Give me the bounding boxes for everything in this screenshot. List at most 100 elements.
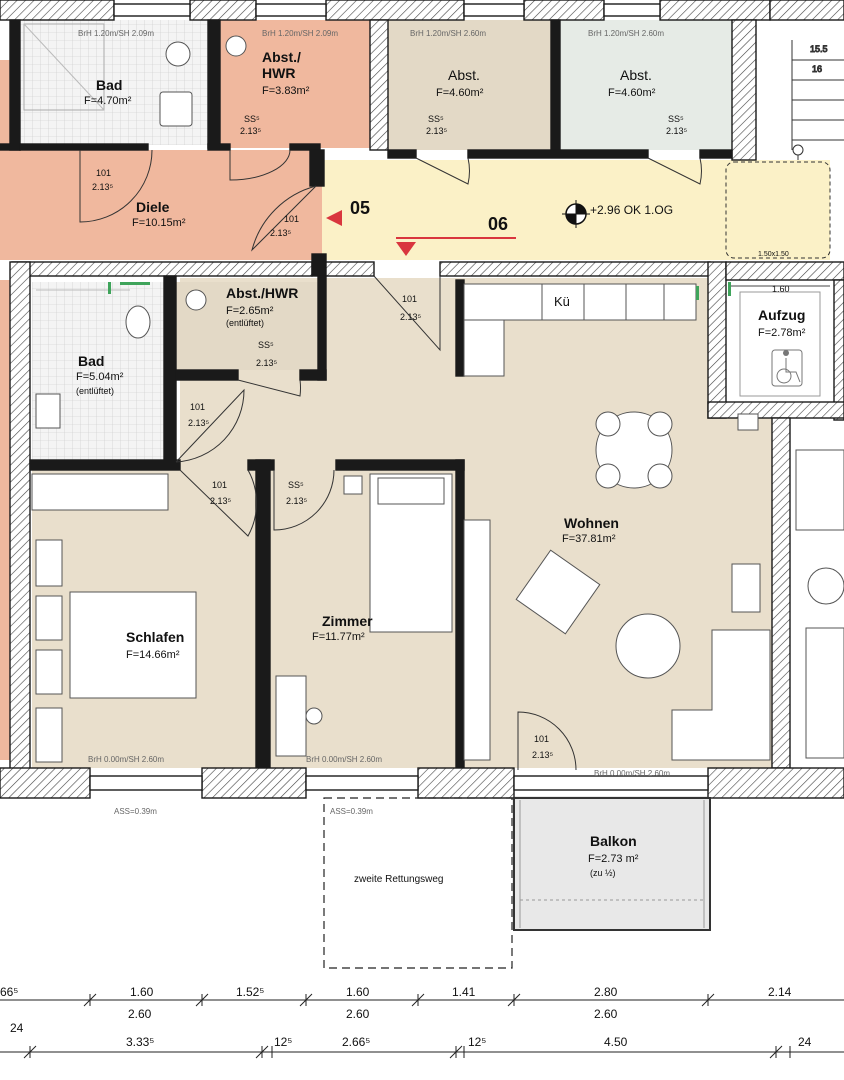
dim-row1-1: 1.60 [130, 985, 154, 999]
desk [275, 675, 307, 757]
wardrobe-schlafen [31, 473, 169, 511]
rescue-route-label: zweite Rettungsweg [354, 874, 444, 885]
dim-row3-2: 12⁵ [274, 1035, 292, 1049]
dim-row3-0: 24 [10, 1021, 24, 1035]
rescue-route-area [323, 797, 513, 969]
room-name-hwr-top-1: Abst./ [262, 49, 301, 65]
door-height-d1: 2.13⁵ [92, 182, 114, 192]
level-label: +2.96 OK 1.OG [590, 203, 673, 217]
room-name-hwr-top-2: HWR [262, 65, 295, 81]
kitchen-label: Kü [554, 294, 570, 309]
door-code-d5: 101 [212, 480, 227, 490]
room-note-balkon: (zu ½) [590, 868, 616, 878]
door-swing-bad-2 [175, 388, 245, 463]
dimension-ticks [23, 993, 791, 1059]
room-area-wohnen: F=37.81m² [562, 533, 616, 545]
room-name-abst-1: Abst. [448, 67, 480, 83]
door-swing-diele [79, 149, 153, 223]
dim-row1-3: 1.60 [346, 985, 370, 999]
room-name-hwr-2: Abst./HWR [226, 285, 298, 301]
room-area-aufzug: F=2.78m² [758, 327, 806, 339]
room-name-schlafen: Schlafen [126, 629, 184, 645]
door-swing-abst-1 [415, 157, 470, 185]
door-swings [79, 149, 702, 771]
washbasin [159, 91, 193, 127]
dimension-text: 66⁵ 1.60 1.52⁵ 1.60 1.41 2.80 2.14 2.60 … [0, 985, 812, 1049]
abst-1-floor [388, 20, 551, 150]
door-swing-hwr-top [229, 149, 291, 181]
abst-2-floor [560, 20, 732, 150]
door-code-zimmer: SS⁵ [288, 480, 304, 490]
door-code-d6: 101 [534, 734, 549, 744]
ass-label-1: ASS=0.39m [114, 807, 157, 816]
door-swing-abst-2 [647, 157, 702, 185]
door-code-abst-2: SS⁵ [668, 114, 684, 124]
door-swing-schlafen [179, 469, 257, 537]
window-label-top-1: BrH 1.20m/SH 2.09m [78, 29, 154, 38]
toilet-2 [125, 305, 151, 339]
dim-row2-1: 2.60 [346, 1007, 370, 1021]
room-name-balkon: Balkon [590, 833, 637, 849]
room-area-hwr-2: F=2.65m² [226, 305, 274, 317]
balkon-floor [512, 796, 710, 930]
stair-label-b: 16 [812, 64, 822, 74]
room-area-zimmer: F=11.77m² [312, 631, 365, 643]
door-height-hwr-2: 2.13⁵ [256, 358, 278, 368]
staircase: 15.5 16 [791, 40, 844, 160]
door-swing-zimmer [273, 469, 335, 531]
elevator-width: 1.60 [772, 284, 790, 294]
door-code-d4: 101 [190, 402, 205, 412]
room-name-wohnen: Wohnen [564, 515, 619, 531]
dim-row2-2: 2.60 [594, 1007, 618, 1021]
toilet [165, 41, 191, 67]
door-height-zimmer: 2.13⁵ [286, 496, 308, 506]
room-name-diele: Diele [136, 199, 170, 215]
ass-label-2: ASS=0.39m [330, 807, 373, 816]
room-note-hwr-2: (entlüftet) [226, 318, 264, 328]
armchair [515, 549, 601, 635]
stair-label-a: 15.5 [810, 44, 828, 54]
room-area-abst-1: F=4.60m² [436, 87, 484, 99]
door-code-hwr-2: SS⁵ [258, 340, 274, 350]
room-area-abst-2: F=4.60m² [608, 87, 656, 99]
left-strip-floor [0, 60, 12, 150]
elevator-cabin-size: 1.50x1.50 [758, 251, 789, 258]
dim-row2-0: 2.60 [128, 1007, 152, 1021]
arrow-06 [396, 242, 416, 256]
dim-row1-2: 1.52⁵ [236, 985, 264, 999]
door-height-d4: 2.13⁵ [188, 418, 210, 428]
dim-row3-3: 2.66⁵ [342, 1035, 370, 1049]
door-height-abst-1: 2.13⁵ [426, 126, 448, 136]
door-height-d3: 2.13⁵ [400, 312, 422, 322]
room-area-hwr-top: F=3.83m² [262, 85, 310, 97]
dim-row3-5: 4.50 [604, 1035, 628, 1049]
dim-row1-4: 1.41 [452, 985, 476, 999]
window-label-bottom-1: BrH 0.00m/SH 2.60m [88, 755, 164, 764]
dim-row3-6: 24 [798, 1035, 812, 1049]
dim-row1-5: 2.80 [594, 985, 618, 999]
balcony-railing [513, 797, 711, 931]
shower-tray [23, 23, 105, 111]
coffee-table [615, 613, 681, 679]
washbasin-2 [35, 393, 61, 429]
apartment-06: 06 [488, 214, 508, 234]
door-code-d1: 101 [96, 168, 111, 178]
window-label-bottom-3: BrH 0.00m/SH 2.60m [594, 769, 670, 778]
door-swing-hwr-2 [237, 379, 302, 397]
room-area-bad-2: F=5.04m² [76, 371, 124, 383]
room-note-bad-2: (entlüftet) [76, 386, 114, 396]
room-name-aufzug: Aufzug [758, 307, 805, 323]
window-label-top-2: BrH 1.20m/SH 2.09m [262, 29, 338, 38]
dim-row3-4: 12⁵ [468, 1035, 486, 1049]
door-height-d5: 2.13⁵ [210, 496, 232, 506]
door-swing-entry [251, 185, 317, 252]
dim-row1-0: 66⁵ [0, 985, 18, 999]
room-name-bad-2: Bad [78, 353, 104, 369]
green-accents [108, 282, 731, 300]
door-code-d3: 101 [402, 294, 417, 304]
room-name-abst-2: Abst. [620, 67, 652, 83]
labels: BrH 1.20m/SH 2.09m BrH 1.20m/SH 2.09m Br… [76, 29, 806, 885]
wheelchair-icon [771, 349, 803, 387]
room-area-balkon: F=2.73 m² [588, 853, 639, 865]
